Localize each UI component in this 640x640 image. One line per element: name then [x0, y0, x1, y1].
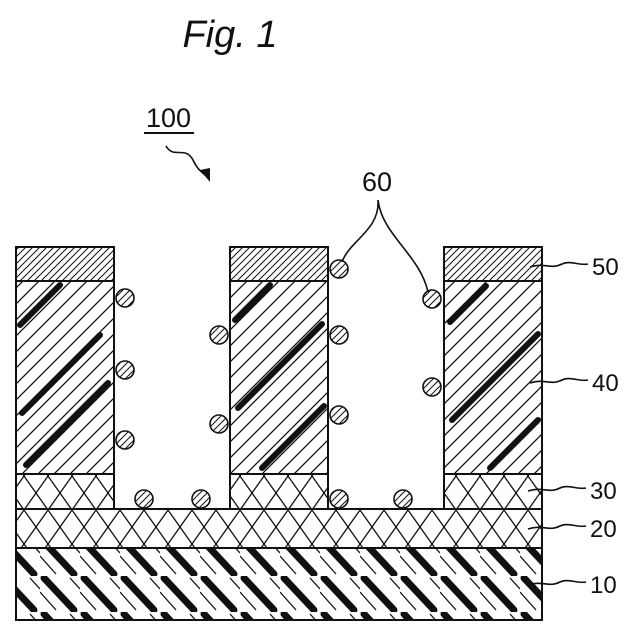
layer-30 — [16, 474, 542, 509]
layer-label-50: 50 — [530, 254, 619, 281]
device-label-100: 100 — [144, 103, 210, 182]
layer-50 — [16, 247, 542, 281]
svg-text:40: 40 — [592, 370, 619, 397]
particle-label-60: 60 — [342, 167, 428, 292]
layer-20 — [16, 509, 542, 548]
svg-text:20: 20 — [590, 516, 617, 543]
arrow-head-icon — [200, 168, 210, 182]
svg-text:10: 10 — [590, 572, 617, 599]
layer-10 — [16, 548, 542, 620]
layer-label-40: 40 — [530, 370, 619, 397]
layer-40 — [16, 281, 542, 474]
label-100: 100 — [146, 103, 191, 133]
label-60: 60 — [362, 167, 392, 197]
svg-text:30: 30 — [590, 478, 617, 505]
svg-text:50: 50 — [592, 254, 619, 281]
